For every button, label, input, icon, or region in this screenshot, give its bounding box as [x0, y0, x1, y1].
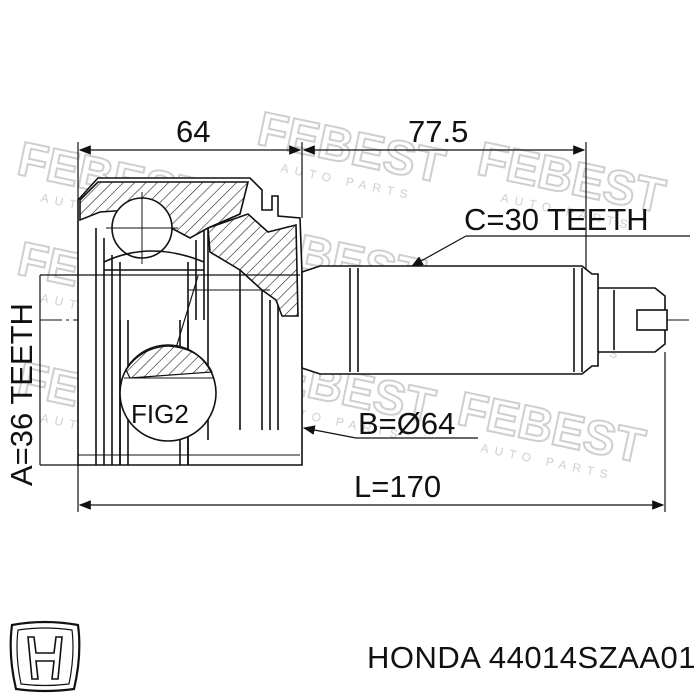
dim-shaft-length: [302, 142, 587, 270]
part-caption: HONDA 44014SZAA01: [366, 640, 696, 675]
dim-label-splines-c: C=30 TEETH: [464, 202, 649, 237]
shaft: [301, 265, 668, 375]
fig2-detail: FIG2: [119, 344, 217, 442]
honda-logo: [9, 620, 81, 693]
figure-label: FIG2: [131, 399, 189, 429]
dim-housing-length: [77, 142, 303, 218]
dim-splines-a: [39, 275, 78, 466]
dim-label-total-length: L=170: [354, 469, 441, 504]
dim-label-64: 64: [176, 114, 210, 149]
dim-label-diameter-b: B=Ø64: [358, 406, 455, 441]
dim-label-splines-a: A=36 TEETH: [4, 303, 39, 486]
leader-diameter-b: [302, 425, 478, 439]
dim-label-77-5: 77.5: [408, 114, 468, 149]
dim-total-length: [77, 352, 666, 512]
leader-splines-c: [410, 235, 690, 267]
